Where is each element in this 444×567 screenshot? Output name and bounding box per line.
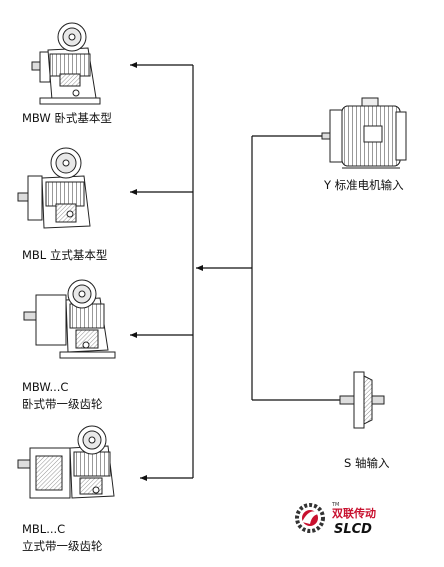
gear-logo-icon [295,503,325,533]
logo-en-text: SLCD [334,522,372,537]
mblc-label-line1: MBL...C [22,522,66,536]
motor-icon [321,97,407,169]
mbwc-label-line2: 卧式带一级齿轮 [22,397,103,411]
logo-tm: TM [331,502,339,508]
logo-cn-text: 双联传动 [332,506,376,520]
mbw-label: MBW 卧式基本型 [22,111,112,125]
shaft-input-icon [339,371,385,429]
slcd-logo: TM 双联传动 SLCD [295,502,376,537]
mbl-label: MBL 立式基本型 [22,248,108,262]
connector-lines [130,62,340,481]
mblc-reducer-icon [17,425,115,499]
mbw-reducer-icon [31,22,101,105]
mbwc-reducer-icon [23,279,116,359]
s-shaft-input-label: S 轴输入 [344,456,390,470]
y-motor-input-label: Y 标准电机输入 [324,178,404,192]
mbl-reducer-icon [17,147,91,229]
mbwc-label-line1: MBW...C [22,380,69,394]
mblc-label-line2: 立式带一级齿轮 [22,539,103,553]
